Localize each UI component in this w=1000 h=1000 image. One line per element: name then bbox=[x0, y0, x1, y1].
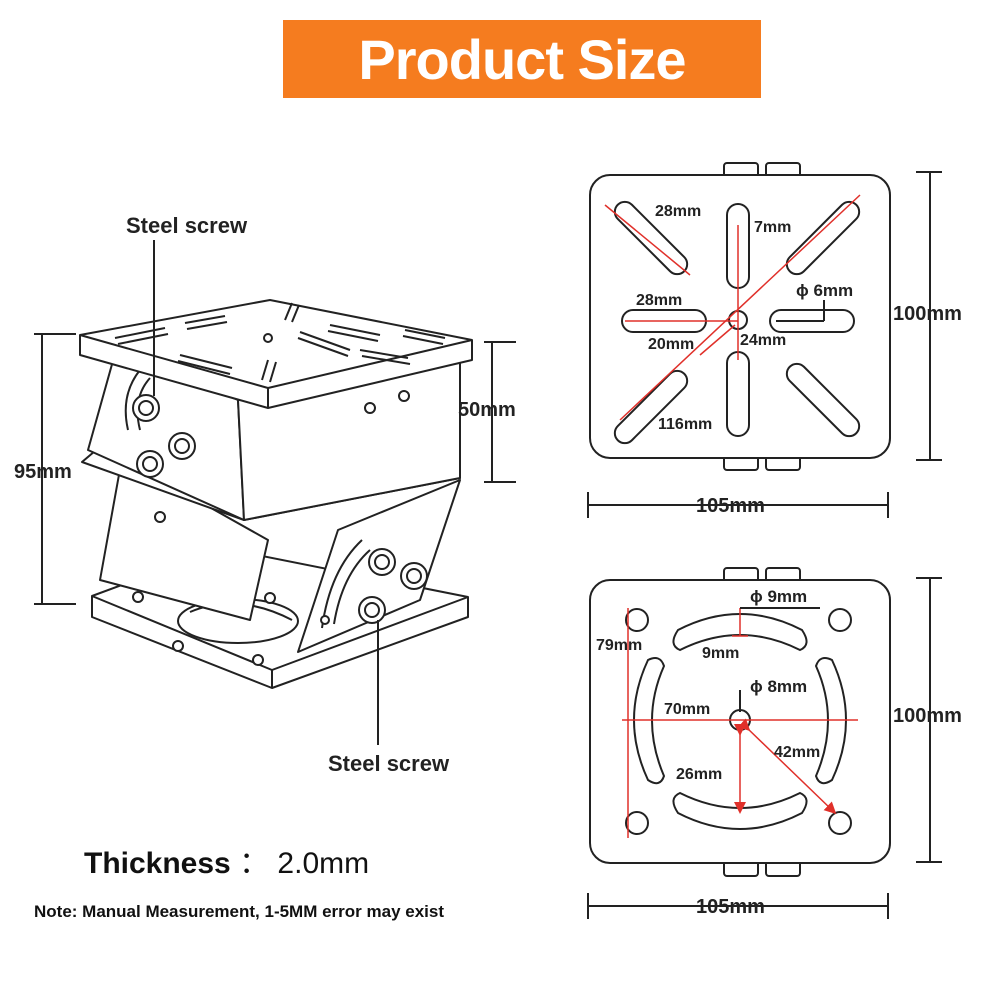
bottom-hole-dia-label: ϕ 9mm bbox=[750, 587, 807, 606]
top-hole-dia-label: ϕ 6mm bbox=[796, 281, 853, 300]
left-dimensions bbox=[34, 333, 516, 605]
top-slot-horiz-label: 28mm bbox=[636, 292, 682, 309]
bottom-span-label: 70mm bbox=[664, 701, 710, 718]
thickness-line: Thickness ： 2.0mm bbox=[84, 838, 369, 882]
top-slot-offset-label: 20mm bbox=[648, 336, 694, 353]
top-slot-width-label: 7mm bbox=[754, 219, 791, 236]
bottom-plate-outer-dims bbox=[587, 577, 942, 919]
steel-screw-label-top: Steel screw bbox=[126, 213, 248, 238]
height-95-label: 95mm bbox=[14, 461, 72, 483]
top-slot-diag-label: 28mm bbox=[655, 203, 701, 220]
top-center-slot-label: 24mm bbox=[740, 332, 786, 349]
thickness-separator: ： bbox=[239, 847, 270, 880]
thickness-label: Thickness bbox=[84, 847, 231, 880]
bottom-arc-width-label: 9mm bbox=[702, 645, 739, 662]
bottom-arc-height-label: 79mm bbox=[596, 637, 642, 654]
bottom-plate-dimensions bbox=[622, 608, 858, 838]
measurement-note: Note: Manual Measurement, 1-5MM error ma… bbox=[34, 902, 445, 921]
bottom-width-label: 105mm bbox=[696, 896, 765, 918]
top-plate-dimensions bbox=[604, 194, 861, 421]
title-banner: Product Size bbox=[283, 20, 761, 98]
bottom-diag-label: 42mm bbox=[774, 744, 820, 761]
top-plate-outer-dims bbox=[587, 171, 942, 518]
steel-screw-label-bottom: Steel screw bbox=[328, 751, 450, 776]
bracket-3d-illustration bbox=[79, 240, 473, 745]
height-50-label: 50mm bbox=[458, 399, 516, 421]
bottom-center-hole-label: ϕ 8mm bbox=[750, 677, 807, 696]
thickness-value: 2.0mm bbox=[277, 847, 370, 880]
bottom-height-label: 100mm bbox=[893, 705, 962, 727]
top-mount-plate bbox=[589, 162, 891, 471]
bottom-vertical-label: 26mm bbox=[676, 766, 722, 783]
title: Product Size bbox=[358, 27, 686, 91]
top-width-label: 105mm bbox=[696, 495, 765, 517]
top-height-label: 100mm bbox=[893, 303, 962, 325]
top-diagonal-label: 116mm bbox=[658, 416, 712, 433]
